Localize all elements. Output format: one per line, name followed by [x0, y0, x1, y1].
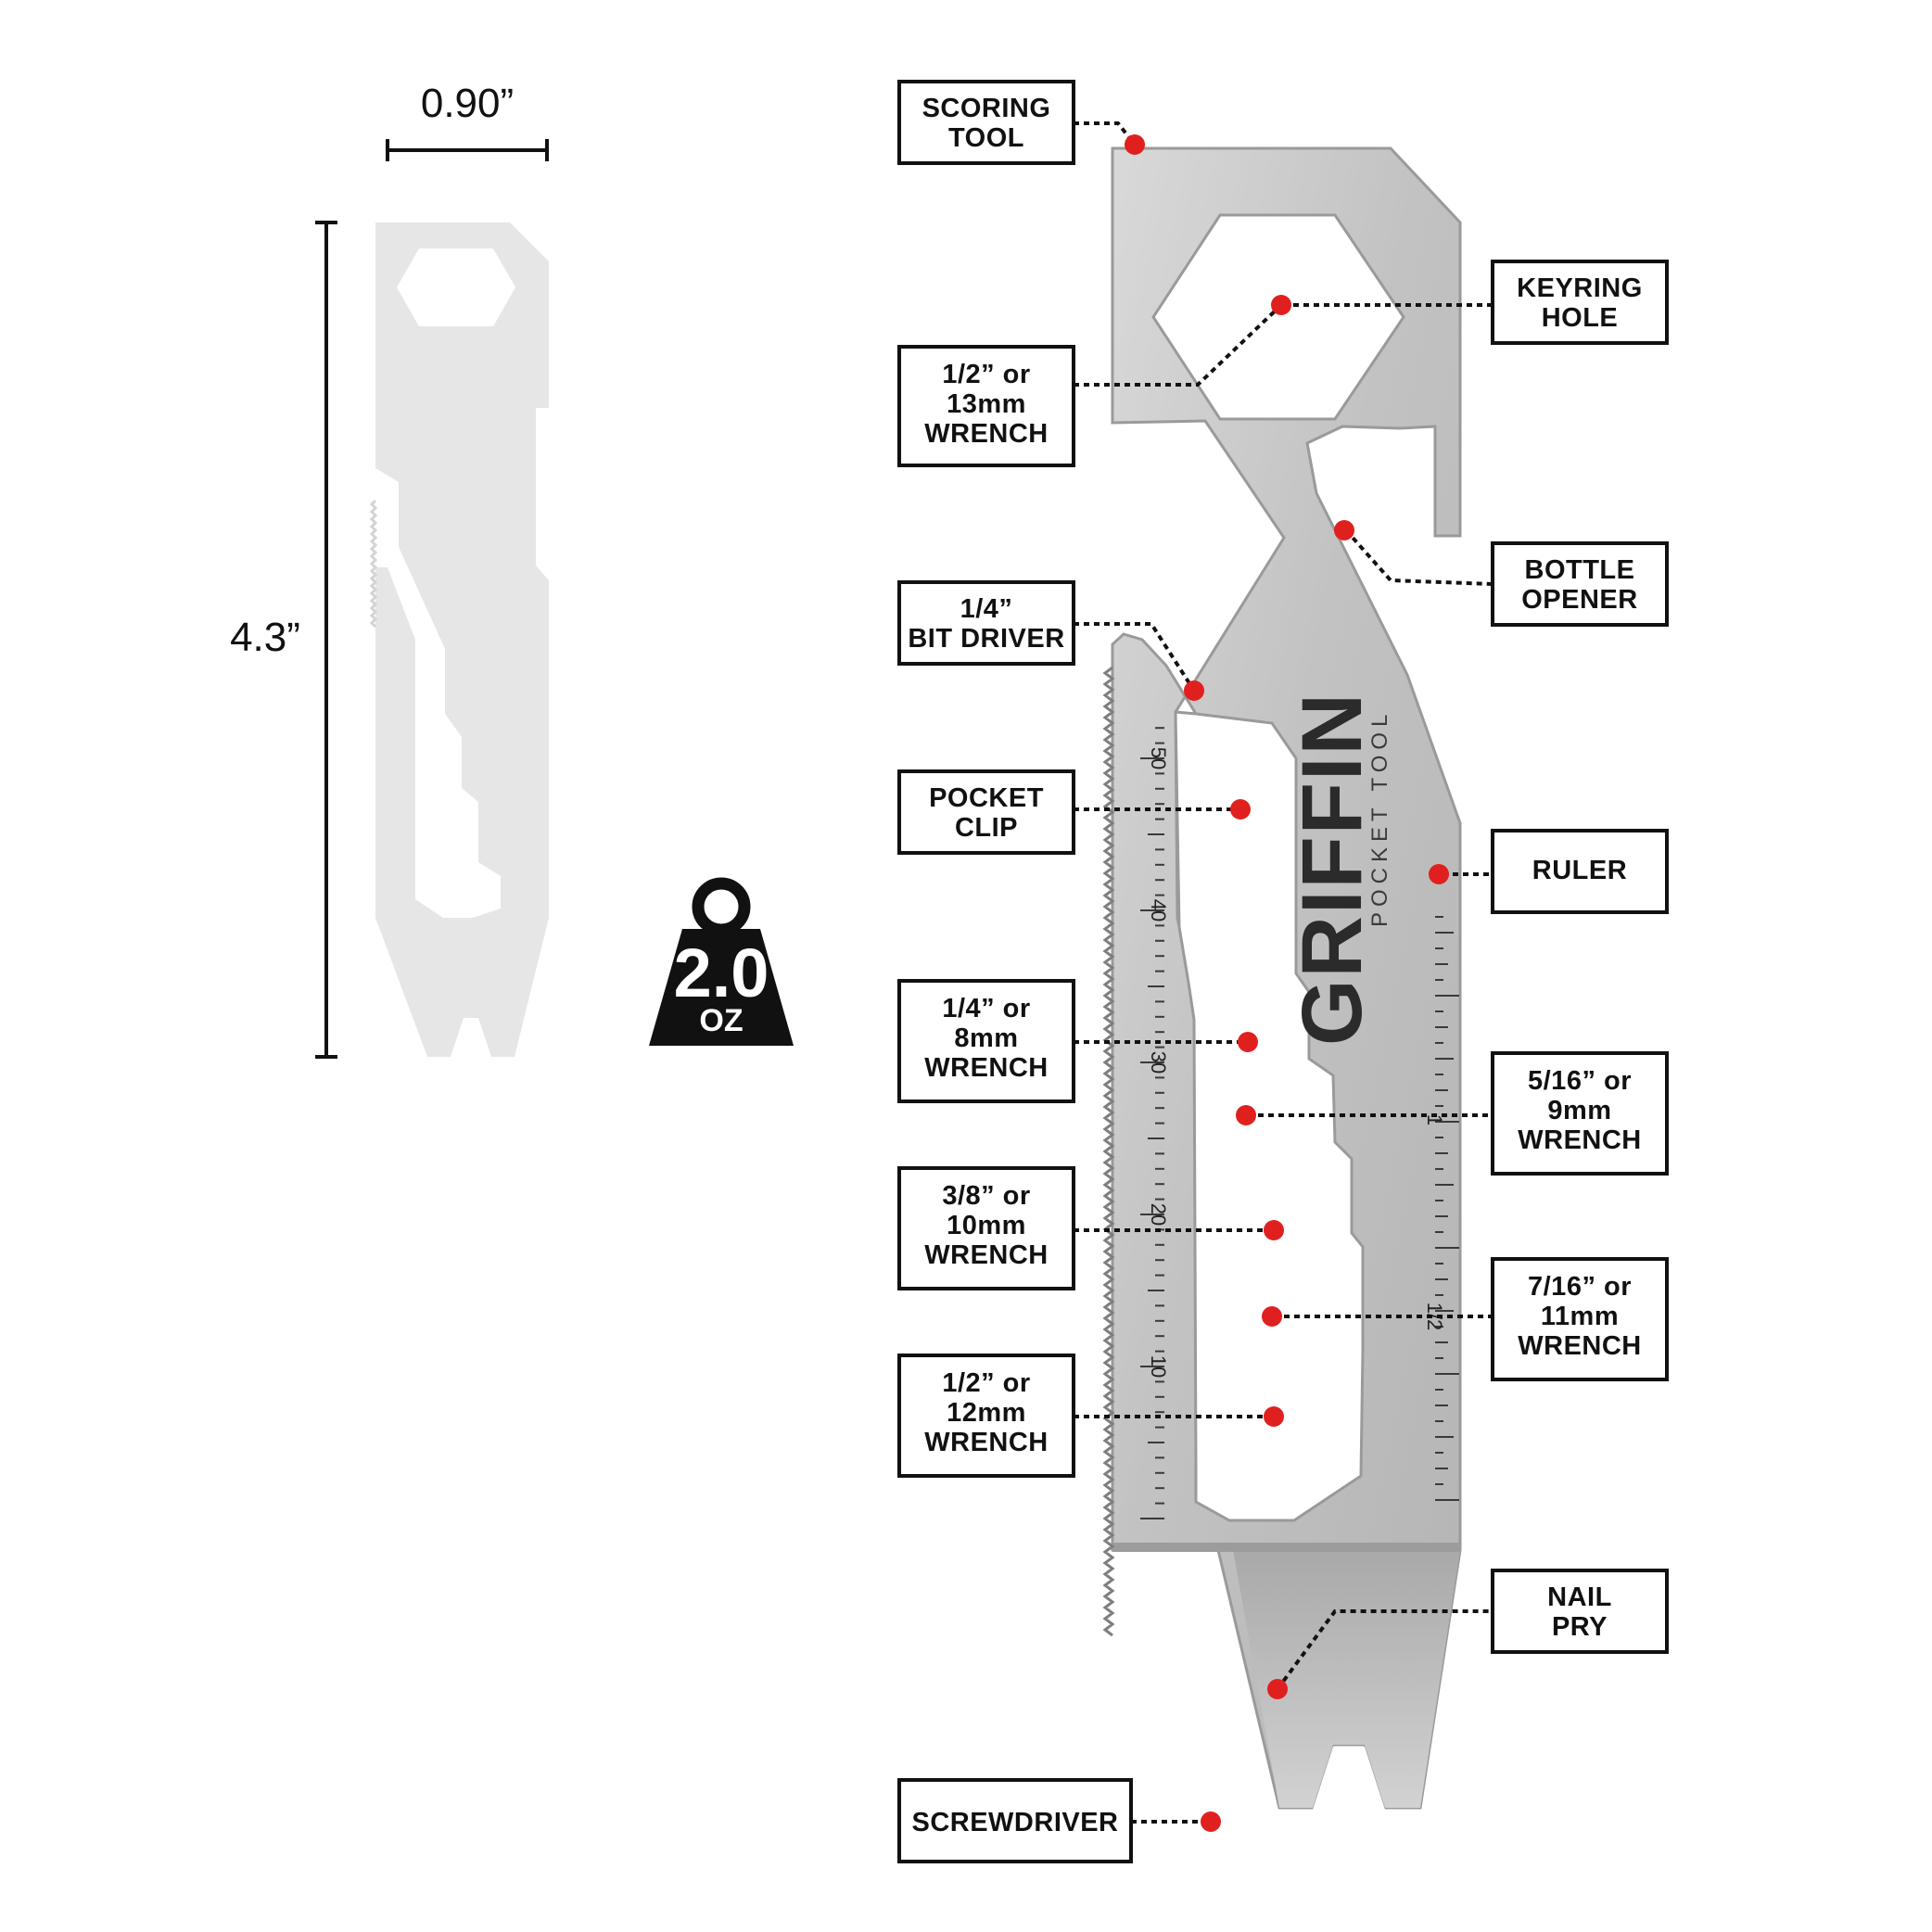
pry-bevel	[1112, 1543, 1460, 1552]
inch-label-half: 1/2	[1423, 1303, 1446, 1331]
weight-unit: OZ	[699, 1003, 743, 1038]
mm-ruler-labels: 50 40 30 20 10	[1147, 747, 1170, 1378]
svg-text:NAIL: NAIL	[1547, 1582, 1612, 1612]
height-label: 4.3”	[230, 615, 300, 660]
svg-text:OPENER: OPENER	[1521, 585, 1637, 615]
brand-subtitle: POCKET TOOL	[1367, 709, 1392, 927]
svg-text:13mm: 13mm	[947, 389, 1026, 419]
svg-text:TOOL: TOOL	[948, 123, 1024, 153]
mm-label-30: 30	[1147, 1051, 1170, 1074]
label-bit-driver: 1/4” BIT DRIVER	[897, 580, 1075, 666]
marker-ruler	[1429, 864, 1449, 884]
label-nail-pry: NAIL PRY	[1491, 1569, 1669, 1654]
svg-text:PRY: PRY	[1552, 1612, 1608, 1642]
leader-wrench-13mm	[1074, 303, 1283, 387]
main-tool: 50 40 30 20 10 1 1/2 GRIFFIN POCKET TOOL	[1102, 146, 1462, 1810]
leader-lines	[1074, 121, 1493, 1824]
weight-value: 2.0	[674, 934, 769, 1011]
label-keyring-hole: KEYRING HOLE	[1491, 260, 1669, 345]
svg-text:RULER: RULER	[1532, 856, 1627, 885]
svg-text:1/4” or: 1/4” or	[942, 994, 1030, 1023]
label-pocket-clip: POCKET CLIP	[897, 769, 1075, 855]
svg-text:CLIP: CLIP	[955, 813, 1018, 843]
width-dimension: 0.90”	[386, 81, 549, 161]
leader-bit-driver	[1074, 622, 1196, 693]
svg-text:WRENCH: WRENCH	[924, 1428, 1049, 1457]
silhouette-group: 0.90” 4.3”	[230, 81, 549, 1059]
marker-bit-driver	[1184, 680, 1204, 701]
svg-text:7/16” or: 7/16” or	[1528, 1272, 1632, 1302]
svg-text:WRENCH: WRENCH	[924, 1240, 1049, 1270]
leader-nail-pry	[1276, 1609, 1493, 1691]
marker-scoring-tool	[1125, 134, 1145, 155]
mm-label-10: 10	[1147, 1355, 1170, 1378]
tool-silhouette	[375, 222, 549, 1057]
label-wrench-9mm: 5/16” or 9mm WRENCH	[1491, 1051, 1669, 1176]
svg-text:SCREWDRIVER: SCREWDRIVER	[911, 1808, 1118, 1837]
svg-text:BOTTLE: BOTTLE	[1525, 555, 1635, 585]
marker-wrench-8mm	[1238, 1032, 1258, 1052]
svg-text:8mm: 8mm	[954, 1023, 1018, 1053]
height-dimension: 4.3”	[230, 221, 337, 1059]
label-bottle-opener: BOTTLE OPENER	[1491, 541, 1669, 627]
svg-text:WRENCH: WRENCH	[1518, 1125, 1642, 1155]
svg-text:HOLE: HOLE	[1542, 303, 1619, 333]
marker-pocket-clip	[1230, 799, 1251, 820]
svg-text:WRENCH: WRENCH	[1518, 1331, 1642, 1361]
mm-label-20: 20	[1147, 1203, 1170, 1226]
inch-label-1: 1	[1423, 1114, 1446, 1125]
brand-name: GRIFFIN	[1285, 692, 1379, 1046]
svg-text:5/16” or: 5/16” or	[1528, 1066, 1632, 1096]
marker-wrench-10mm	[1264, 1220, 1284, 1240]
marker-wrench-12mm	[1264, 1406, 1284, 1427]
svg-text:1/2” or: 1/2” or	[942, 360, 1030, 389]
marker-wrench-11mm	[1262, 1306, 1282, 1327]
label-wrench-12mm: 1/2” or 12mm WRENCH	[897, 1354, 1075, 1478]
svg-text:3/8” or: 3/8” or	[942, 1181, 1030, 1211]
marker-bottle-opener	[1334, 520, 1354, 540]
marker-wrench-9mm	[1236, 1105, 1256, 1125]
markers	[1125, 134, 1449, 1832]
svg-text:1/4”: 1/4”	[960, 594, 1013, 624]
label-wrench-10mm: 3/8” or 10mm WRENCH	[897, 1166, 1075, 1290]
mm-label-50: 50	[1147, 747, 1170, 769]
screwdriver-notch	[1313, 1747, 1385, 1810]
marker-screwdriver	[1201, 1811, 1221, 1832]
svg-text:SCORING: SCORING	[922, 94, 1051, 123]
inch-ruler	[1435, 916, 1459, 1501]
marker-keyring-hole	[1271, 295, 1291, 315]
svg-text:WRENCH: WRENCH	[924, 1053, 1049, 1083]
label-screwdriver: SCREWDRIVER	[897, 1778, 1133, 1863]
label-wrench-8mm: 1/4” or 8mm WRENCH	[897, 979, 1075, 1103]
svg-text:WRENCH: WRENCH	[924, 419, 1049, 449]
svg-text:9mm: 9mm	[1547, 1096, 1611, 1125]
svg-text:10mm: 10mm	[947, 1211, 1026, 1240]
mm-ruler	[1140, 727, 1164, 1519]
label-wrench-13mm: 1/2” or 13mm WRENCH	[897, 345, 1075, 467]
marker-nail-pry	[1267, 1679, 1288, 1699]
label-ruler: RULER	[1491, 829, 1669, 914]
weight-icon: 2.0 OZ	[649, 877, 794, 1046]
silhouette-serration	[369, 499, 378, 629]
width-label: 0.90”	[421, 81, 514, 126]
svg-text:12mm: 12mm	[947, 1398, 1026, 1428]
label-wrench-11mm: 7/16” or 11mm WRENCH	[1491, 1257, 1669, 1381]
leader-bottle-opener	[1344, 528, 1493, 586]
svg-text:1/2” or: 1/2” or	[942, 1368, 1030, 1398]
mm-label-40: 40	[1147, 899, 1170, 922]
label-scoring-tool: SCORING TOOL	[897, 80, 1075, 165]
svg-text:POCKET: POCKET	[929, 783, 1044, 813]
serrated-edge	[1102, 666, 1115, 1637]
svg-text:BIT DRIVER: BIT DRIVER	[908, 624, 1064, 654]
svg-text:KEYRING: KEYRING	[1517, 273, 1643, 303]
svg-text:11mm: 11mm	[1541, 1302, 1619, 1331]
